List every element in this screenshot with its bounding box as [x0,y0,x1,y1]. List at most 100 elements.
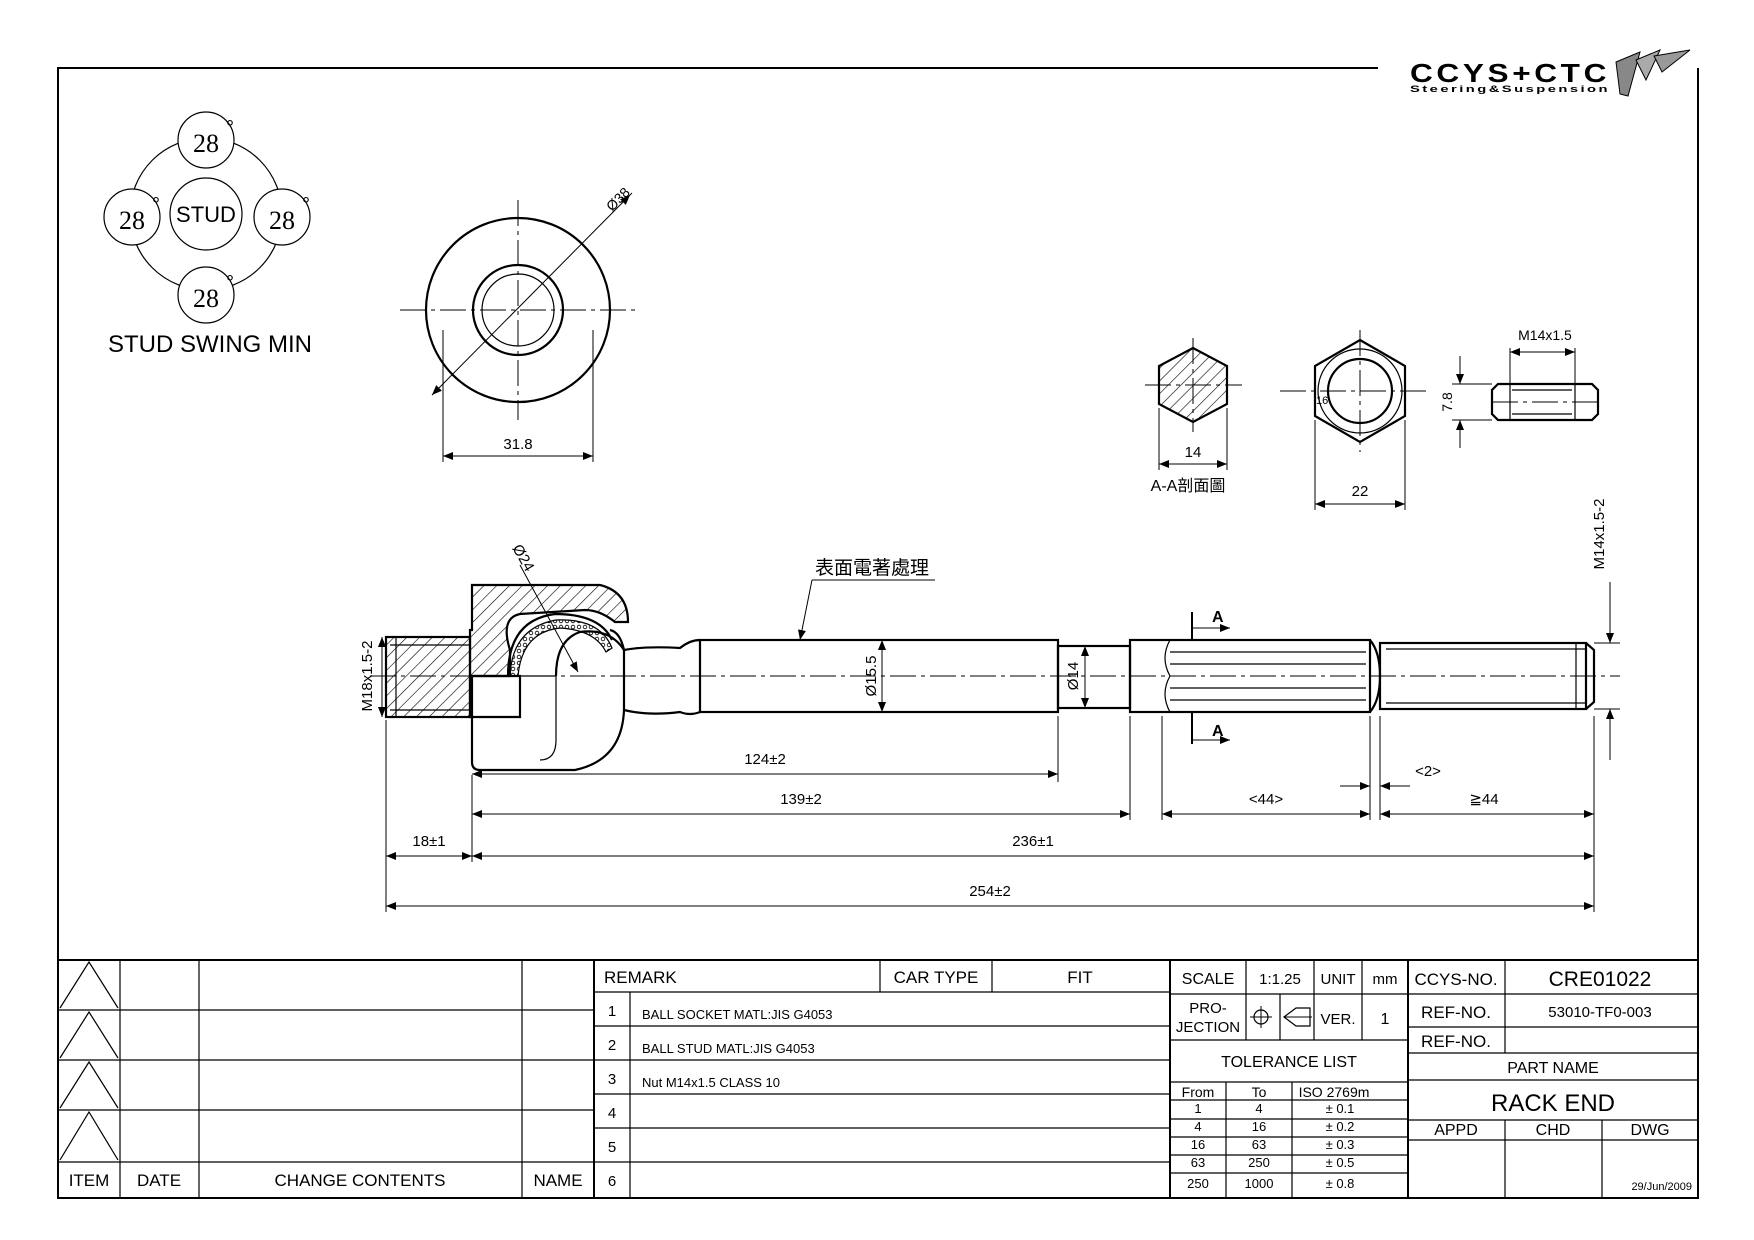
remark-4-num: 4 [608,1105,616,1122]
logo-brand: CCYS+CTC [1410,58,1610,88]
tolerance-title: TOLERANCE LIST [1221,1054,1357,1071]
ccys-no-value: CRE01022 [1549,968,1652,991]
dim-236: 236±1 [1012,833,1054,850]
dim-44: <44> [1249,791,1283,808]
dim-18: 18±1 [412,833,445,850]
section-mark-top: A [1212,609,1224,626]
rev-col-date: DATE [137,1171,181,1190]
part-name-label: PART NAME [1507,1060,1599,1077]
tol-col-from: From [1182,1084,1215,1100]
projection-symbol-icon [1250,1006,1312,1028]
tol-col-to: To [1252,1084,1267,1100]
chd-label: CHD [1536,1122,1571,1139]
tol-r4-val: ± 0.5 [1326,1155,1355,1170]
ref-no2-label: REF-NO. [1421,1032,1491,1051]
dim-2: <2> [1415,763,1441,780]
rev-col-name: NAME [533,1171,582,1190]
tol-r5-from: 250 [1187,1176,1209,1191]
tol-r5-val: ± 0.8 [1326,1176,1355,1191]
scale-value: 1:1.25 [1259,971,1301,988]
coating-note: 表面電著處理 [815,557,929,579]
remark-1-text: BALL SOCKET MATL:JIS G4053 [642,1007,833,1022]
left-thread-label: M18x1.5-2 [359,641,376,712]
unit-label: UNIT [1321,971,1356,988]
remark-6-num: 6 [608,1173,616,1190]
logo-tagline: Steering&Suspension [1410,84,1610,94]
tol-r2-from: 4 [1194,1119,1201,1134]
company-logo: CCYS+CTC Steering&Suspension [1410,49,1691,97]
remark-5-num: 5 [608,1139,616,1156]
section-mark-bottom: A [1212,723,1224,740]
swing-bottom: 28 [193,284,219,313]
car-type-header: CAR TYPE [894,968,979,987]
nut-side-view: M14x1.5 7.8 [1439,327,1600,448]
nut-front-view: 16 22 [1280,330,1430,510]
swing-left-deg: ° [152,194,160,216]
remark-3-num: 3 [608,1071,616,1088]
tol-r1-val: ± 0.1 [1326,1101,1355,1116]
dim-circle-width: 31.8 [503,436,532,453]
shaft-dia-label: Ø15.5 [863,656,880,697]
rev-col-change: CHANGE CONTENTS [275,1171,446,1190]
swing-top-deg: ° [226,117,234,139]
rev-col-item: ITEM [69,1171,110,1190]
dim-hex-width: 14 [1185,444,1202,461]
tol-r4-from: 63 [1191,1155,1205,1170]
dim-nut-height: 7.8 [1439,392,1455,412]
unit-value: mm [1373,971,1398,988]
ccys-no-label: CCYS-NO. [1414,970,1497,989]
ref-no-label: REF-NO. [1421,1003,1491,1022]
neck-dia-label: Ø14 [1065,662,1082,690]
swing-caption: STUD SWING MIN [108,331,312,358]
remark-2-text: BALL STUD MATL:JIS G4053 [642,1041,815,1056]
remark-3-text: Nut M14x1.5 CLASS 10 [642,1075,780,1090]
fit-header: FIT [1067,968,1093,987]
title-block: CCYS-NO. CRE01022 REF-NO. 53010-TF0-003 … [1408,960,1698,1198]
part-name-value: RACK END [1491,1090,1615,1117]
tol-r3-to: 63 [1252,1137,1266,1152]
dim-124: 124±2 [744,751,786,768]
dwg-label: DWG [1630,1122,1669,1139]
swing-top: 28 [193,129,219,158]
remark-header: REMARK [604,968,677,987]
swing-bottom-deg: ° [226,272,234,294]
socket-front-view: Ø38 31.8 [400,184,636,462]
rack-end-annotations: 表面電著處理 Ø24 M18x1.5-2 Ø15.5 Ø14 M14x1.5-2… [359,499,1620,760]
remark-2-num: 2 [608,1037,616,1054]
swing-center: STUD [176,202,236,227]
ver-value: 1 [1381,1011,1390,1028]
tol-r1-from: 1 [1194,1101,1201,1116]
tol-r4-to: 250 [1248,1155,1270,1170]
tol-r3-from: 16 [1191,1137,1205,1152]
drawing-date: 29/Jun/2009 [1631,1181,1692,1193]
sheet-border [57,67,1699,1199]
dim-ge44: ≧44 [1469,791,1498,808]
stud-swing-diagram: 28 ° 28 ° 28 ° 28 ° STUD STUD SWING MIN [103,111,312,358]
swing-right-deg: ° [302,194,310,216]
revision-table: ITEM DATE CHANGE CONTENTS NAME [58,959,595,1198]
ver-label: VER. [1320,1011,1355,1028]
rack-end-side-view [370,583,1620,772]
nut-inner-dim: 16 [1316,395,1328,407]
tol-r2-val: ± 0.2 [1326,1119,1355,1134]
scale-label: SCALE [1182,971,1234,988]
tol-r2-to: 16 [1252,1119,1266,1134]
swing-left: 28 [119,206,145,235]
scale-tolerance-block: SCALE 1:1.25 UNIT mm PRO- JECTION VER. 1… [1169,959,1698,1198]
dim-nut-thread: M14x1.5 [1518,327,1572,343]
right-thread-label: M14x1.5-2 [1591,499,1608,570]
appd-label: APPD [1434,1122,1478,1139]
remarks-table: REMARK CAR TYPE FIT 1 BALL SOCKET MATL:J… [594,959,1170,1198]
rack-end-dimensions: 124±2 139±2 <44> <2> ≧44 18±1 236±1 254±… [385,716,1595,912]
projection-line2: JECTION [1176,1019,1240,1036]
dim-nut-width: 22 [1352,483,1369,500]
section-caption: A-A剖面圖 [1151,477,1226,495]
tol-r1-to: 4 [1255,1101,1262,1116]
remark-1-num: 1 [608,1003,616,1020]
tol-r5-to: 1000 [1245,1176,1274,1191]
ref-no-value: 53010-TF0-003 [1548,1004,1651,1021]
dim-254: 254±2 [969,883,1011,900]
tol-r3-val: ± 0.3 [1326,1137,1355,1152]
hex-section-view: 14 A-A剖面圖 [1145,338,1242,495]
